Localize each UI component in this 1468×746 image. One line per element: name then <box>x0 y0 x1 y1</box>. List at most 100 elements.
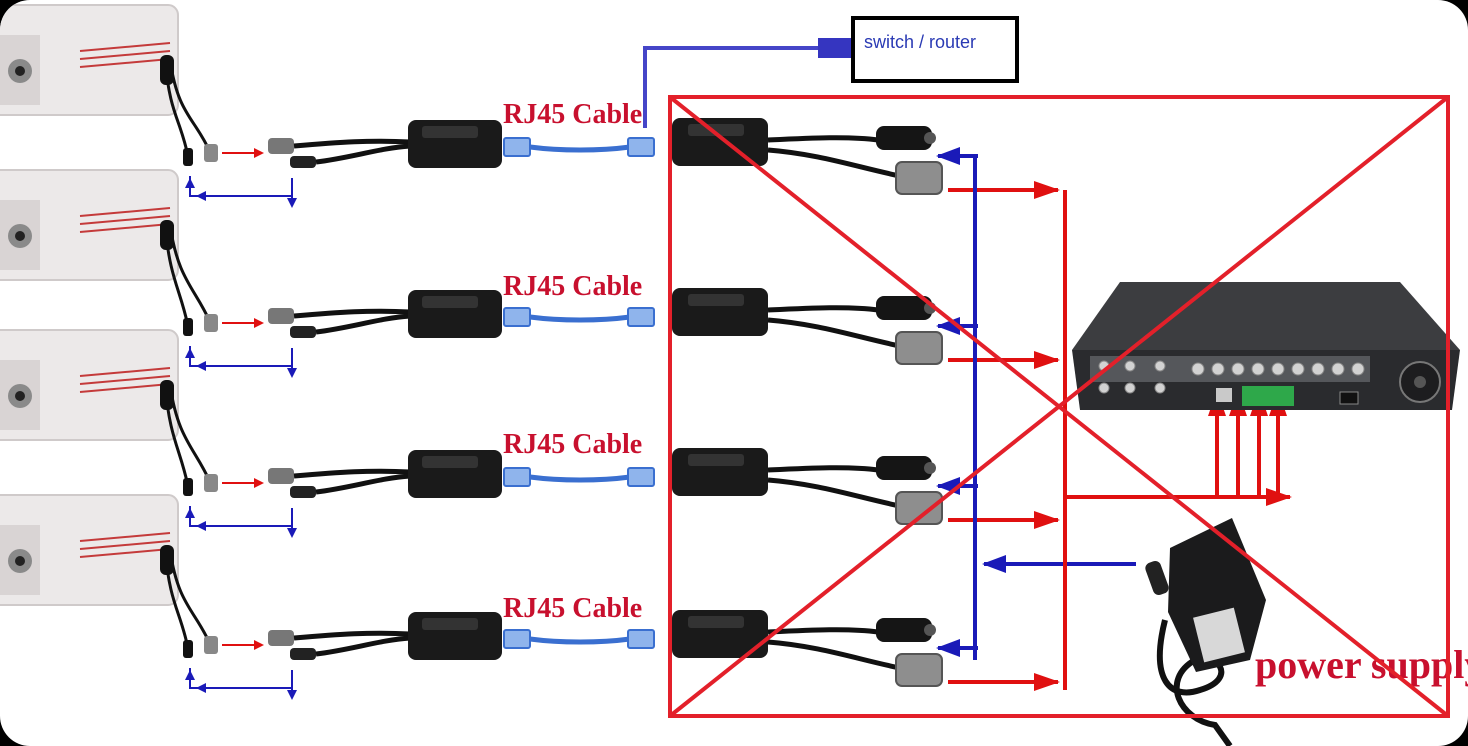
rj45-plug-right <box>627 137 655 157</box>
balun-ridge <box>422 296 478 308</box>
rj45-plug-right <box>627 307 655 327</box>
camera-body <box>0 494 179 606</box>
balun-ridge <box>688 616 744 628</box>
bnc-plug <box>204 474 218 492</box>
balun-lead <box>767 305 879 313</box>
camera-stripe <box>79 532 171 542</box>
power-adapter <box>1145 518 1266 746</box>
camera-wire-boot <box>160 545 174 575</box>
balun-ridge <box>422 618 478 630</box>
power-bracket <box>189 176 293 197</box>
router-box <box>851 16 1019 83</box>
balun-dc-connector <box>290 486 316 498</box>
camera-lens-center <box>15 556 25 566</box>
dc-plug <box>183 640 193 658</box>
dvr-top <box>1072 282 1460 350</box>
dc-jack <box>876 618 932 642</box>
balun-ridge <box>422 126 478 138</box>
balun-bnc-connector <box>268 138 294 154</box>
balun-dc-connector <box>290 326 316 338</box>
balun-lead <box>315 635 411 657</box>
power-bracket <box>189 506 293 527</box>
balun-lead <box>767 317 901 349</box>
adapter-plug <box>1145 560 1169 596</box>
balun-lead <box>315 473 411 495</box>
router-link-connector <box>818 38 852 58</box>
bnc-plug <box>204 314 218 332</box>
camera-row-1 <box>0 4 1060 208</box>
bnc-plug <box>204 636 218 654</box>
balun-lead <box>767 627 879 635</box>
cable-label-3: RJ45 Cable <box>503 429 642 460</box>
dvr-ethernet-port <box>1216 388 1232 402</box>
camera-wire-boot <box>160 380 174 410</box>
balun-lead <box>293 308 411 319</box>
camera-body <box>0 169 179 281</box>
adapter-body <box>1168 518 1266 672</box>
camera-stripe <box>79 383 171 393</box>
dvr-io-port <box>1124 382 1136 394</box>
bnc-connector <box>895 331 943 365</box>
dvr-bnc-port <box>1211 362 1225 376</box>
dvr-io-port <box>1098 382 1110 394</box>
cable-label-4: RJ45 Cable <box>503 593 642 624</box>
dvr-io-port <box>1154 360 1166 372</box>
balun-lead <box>315 143 411 165</box>
rj45-plug-left <box>503 467 531 487</box>
rj45-plug-left <box>503 629 531 649</box>
dc-plug <box>183 148 193 166</box>
router-link-line <box>643 46 830 128</box>
dvr-fan-hub <box>1414 376 1426 388</box>
dc-jack-socket <box>924 462 936 474</box>
camera-body <box>0 329 179 441</box>
balun-lead <box>293 138 411 149</box>
camera-lens-center <box>15 391 25 401</box>
rj45-cable <box>529 636 631 645</box>
rj45-cable <box>529 144 631 153</box>
dvr-recorder <box>1072 282 1460 410</box>
dvr-power-switch <box>1339 391 1359 405</box>
rj45-plug-left <box>503 137 531 157</box>
camera-stripe <box>79 207 171 217</box>
cable-label-1: RJ45 Cable <box>503 99 642 130</box>
camera-stripe <box>79 367 171 377</box>
balun-dc-connector <box>290 156 316 168</box>
dvr-bnc-port <box>1271 362 1285 376</box>
bnc-connector <box>895 491 943 525</box>
router-label: switch / router <box>864 32 976 52</box>
bnc-plug <box>204 144 218 162</box>
rj45-plug-right <box>627 629 655 649</box>
camera-stripe <box>79 540 171 550</box>
camera-lens-center <box>15 231 25 241</box>
rj45-cable <box>529 474 631 483</box>
balun-bnc-connector <box>268 630 294 646</box>
power-bracket <box>189 346 293 367</box>
dvr-bnc-port <box>1191 362 1205 376</box>
balun-lead <box>293 630 411 641</box>
balun-dc-connector <box>290 648 316 660</box>
camera-stripe <box>79 58 171 68</box>
camera-body <box>0 4 179 116</box>
camera-stripe <box>79 223 171 233</box>
camera-stripe <box>79 548 171 558</box>
camera-lens-center <box>15 66 25 76</box>
switch-router: switch / router <box>643 16 1019 128</box>
dc-plug <box>183 478 193 496</box>
balun-lead <box>767 147 901 179</box>
camera-wire-boot <box>160 220 174 250</box>
dvr-bnc-port <box>1331 362 1345 376</box>
cross-box <box>668 95 1450 718</box>
balun-ridge <box>422 456 478 468</box>
rj45-plug-right <box>627 467 655 487</box>
dvr-io-port <box>1124 360 1136 372</box>
balun-lead <box>767 477 901 509</box>
dvr-bnc-port <box>1231 362 1245 376</box>
balun-ridge <box>688 454 744 466</box>
camera-stripe <box>79 50 171 60</box>
bnc-connector <box>895 161 943 195</box>
balun-lead <box>315 313 411 335</box>
balun-lead <box>767 135 879 143</box>
dc-plug <box>183 318 193 336</box>
